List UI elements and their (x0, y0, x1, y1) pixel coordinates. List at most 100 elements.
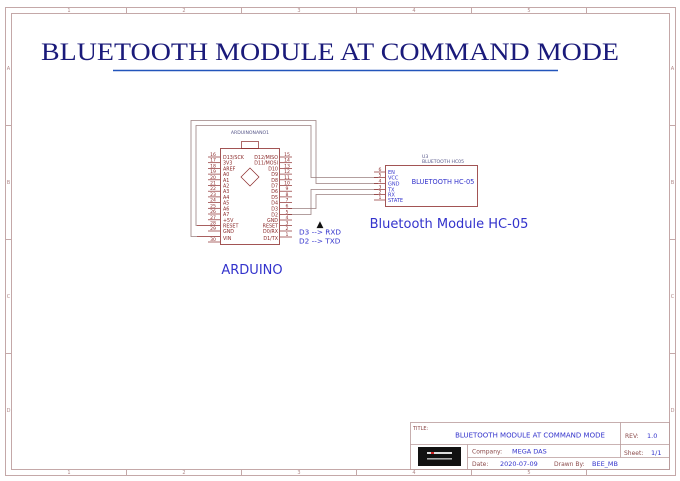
col-label-3-bottom: 3 (297, 470, 300, 476)
pin-name: D5 (271, 195, 278, 201)
col-label-5: 5 (527, 8, 530, 14)
pin-num: 24 (210, 198, 216, 204)
pin-num: 1 (286, 232, 289, 238)
bluetooth-hc05-symbol[interactable]: U3 BLUETOOTH HC05 BLUETOOTH HC-05 6 5 4 … (374, 154, 478, 207)
pin-num: 21 (210, 181, 216, 187)
pin-num: 14 (284, 158, 290, 164)
bluetooth-value: BLUETOOTH HC05 (422, 159, 464, 165)
pin-num: 6 (286, 204, 289, 210)
row-label-d-right: D (671, 408, 675, 414)
pin-name: D0/RX (263, 229, 279, 235)
arduino-ref: ARDUINONANO1 (231, 130, 269, 136)
pin-name: A7 (223, 212, 229, 218)
pin-num: 12 (284, 169, 290, 175)
pin-num: 15 (284, 152, 290, 158)
date-label: Date: (472, 461, 488, 468)
col-label-4: 4 (412, 8, 415, 14)
pin-num: 3 (379, 185, 382, 191)
pin-num: 11 (284, 175, 290, 181)
pin-num: 10 (284, 181, 290, 187)
pin-num: 22 (210, 186, 216, 192)
bluetooth-body (385, 165, 478, 207)
pin-name: RESET (263, 224, 278, 230)
row-label-b-right: B (671, 180, 675, 186)
pin-name: VIN (223, 236, 232, 242)
pin-name: D9 (271, 172, 278, 178)
pin-num: 5 (379, 173, 382, 179)
rev-value: 1.0 (647, 432, 657, 440)
rev-label: REV: (625, 433, 639, 440)
pin-name: D2 (271, 213, 278, 219)
sheet-label: Sheet: (624, 450, 643, 457)
company-logo (418, 447, 461, 466)
pin-num: 26 (210, 209, 216, 215)
marker-arrow-icon: ▲ (317, 220, 324, 230)
pin-name: A0 (223, 172, 229, 178)
pin-name: STATE (388, 198, 403, 204)
title-label: TITLE: (412, 426, 429, 432)
row-label-d: D (7, 408, 11, 414)
pin-num: 18 (210, 163, 216, 169)
logo-text-line (427, 452, 452, 454)
pin-num: 25 (210, 203, 216, 209)
pin-name: D8 (271, 178, 278, 184)
logo-text-line (427, 458, 452, 460)
pin-name: RX (388, 193, 395, 199)
drawn-by-value: BEE_MB (592, 460, 618, 468)
pin-name: D12/MISO (254, 155, 278, 161)
date-value: 2020-07-09 (500, 460, 538, 468)
pin-name: +5V (223, 218, 234, 224)
bluetooth-caption: Bluetooth Module HC-05 (370, 217, 529, 232)
pin-name: D6 (271, 189, 278, 195)
pin-num: 3 (286, 221, 289, 227)
col-label-4-bottom: 4 (412, 470, 415, 476)
pin-num: 4 (379, 179, 382, 185)
wire-vcc (195, 125, 378, 226)
row-label-a-right: A (671, 66, 675, 72)
pin-name: D11/MOSI (254, 161, 278, 167)
pin-name: GND (388, 182, 400, 188)
pin-name: D7 (271, 184, 278, 190)
pin-num: 8 (286, 192, 289, 198)
wire-d2-tx (288, 189, 378, 215)
pin-num: 1 (379, 195, 382, 201)
company-label: Company: (472, 449, 502, 456)
chip-diamond-icon (240, 167, 260, 187)
pin-num: 20 (210, 175, 216, 181)
bluetooth-ref: U3 (422, 154, 428, 160)
pin-name: A1 (223, 178, 229, 184)
pin-num: 16 (210, 152, 216, 158)
pin-name: A6 (223, 206, 229, 212)
pin-name: A2 (223, 184, 229, 190)
note-d2-txd: D2 --> TXD (299, 237, 341, 246)
pin-name: D10 (268, 166, 278, 172)
title-block: TITLE: BLUETOOTH MODULE AT COMMAND MODE … (410, 422, 670, 470)
pin-num: 29 (210, 226, 216, 232)
arduino-label: ARDUINO (221, 263, 282, 278)
pin-num: 7 (286, 198, 289, 204)
company-value: MEGA DAS (512, 448, 547, 456)
col-label-1-bottom: 1 (67, 470, 70, 476)
pin-name: VCC (388, 176, 399, 182)
col-label-3: 3 (297, 8, 300, 14)
pin-num: 6 (379, 167, 382, 173)
pin-num: 5 (286, 210, 289, 216)
col-label-2: 2 (182, 8, 185, 14)
pin-num: 28 (210, 221, 216, 227)
pin-name: A5 (223, 201, 229, 207)
pin-name: 3V3 (223, 161, 232, 167)
bluetooth-body-label: BLUETOOTH HC-05 (412, 178, 475, 186)
wires (190, 120, 378, 237)
pin-name: D1/TX (263, 236, 278, 242)
pin-num: 27 (210, 215, 216, 221)
pin-name: D4 (271, 201, 278, 207)
usb-connector-icon (241, 141, 259, 149)
wire-gnd (190, 120, 378, 237)
arduino-nano-symbol[interactable]: ARDUINONANO1 (197, 130, 292, 245)
title-value: BLUETOOTH MODULE AT COMMAND MODE (455, 432, 605, 440)
note-d3-rxd: D3 --> RXD (299, 228, 341, 237)
pin-name: EN (388, 170, 395, 176)
sheet-frame (5, 7, 676, 476)
frame-labels: 1 2 3 4 5 1 2 3 4 5 A B C D A B C D (7, 8, 675, 476)
